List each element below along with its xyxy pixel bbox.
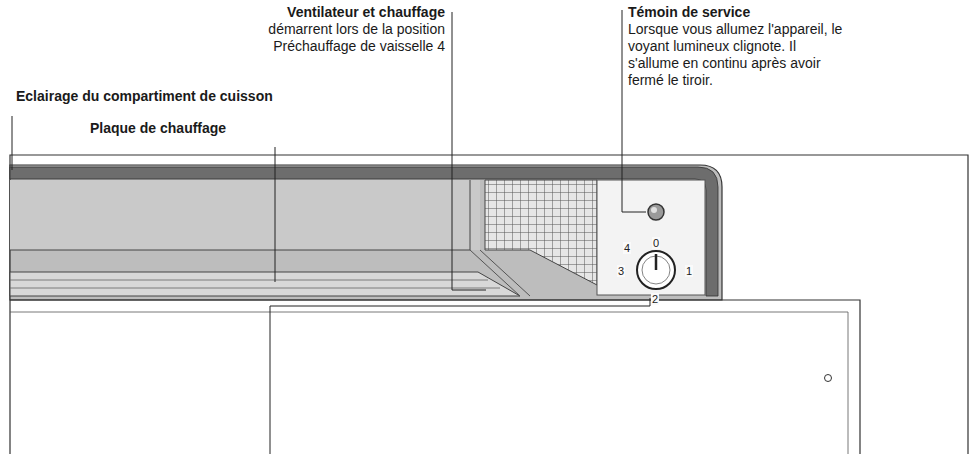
leader-line <box>12 116 13 170</box>
frame <box>10 155 968 454</box>
service-light <box>648 204 664 220</box>
drawer-button <box>825 375 832 382</box>
leader-line <box>452 12 486 290</box>
callout-title: Témoin de service <box>628 4 928 21</box>
shelf-edge <box>470 250 530 296</box>
fan-grille <box>485 180 597 285</box>
callout-title: Eclairage du compartiment de cuisson <box>16 88 336 105</box>
interior-edge <box>10 180 470 250</box>
leader-line <box>270 298 650 454</box>
leader-line <box>275 147 276 282</box>
control-dial <box>637 251 675 289</box>
drawer-front-edge <box>10 312 848 454</box>
dial-pointer <box>655 254 658 270</box>
interior-wall <box>10 180 480 250</box>
drawer-front <box>10 300 860 454</box>
callout-text: Lorsque vous allumez l'appareil, le voya… <box>628 21 850 89</box>
dial-number: 2 <box>651 293 659 305</box>
dial-number: 0 <box>652 237 660 249</box>
callout-text: démarrent lors de la position Préchauffa… <box>240 21 445 55</box>
service-light-glint <box>651 207 657 213</box>
drawer-cavity <box>10 165 722 300</box>
dial-number: 1 <box>685 265 693 277</box>
callout-title: Ventilateur et chauffage <box>185 4 445 21</box>
lighting-strip <box>10 167 718 296</box>
callout-title: Plaque de chauffage <box>90 120 310 137</box>
heating-plate <box>10 272 520 296</box>
dial-number: 4 <box>623 242 631 254</box>
heating-plate-lines <box>10 280 500 288</box>
dial-number: 3 <box>617 265 625 277</box>
control-panel <box>597 180 705 295</box>
